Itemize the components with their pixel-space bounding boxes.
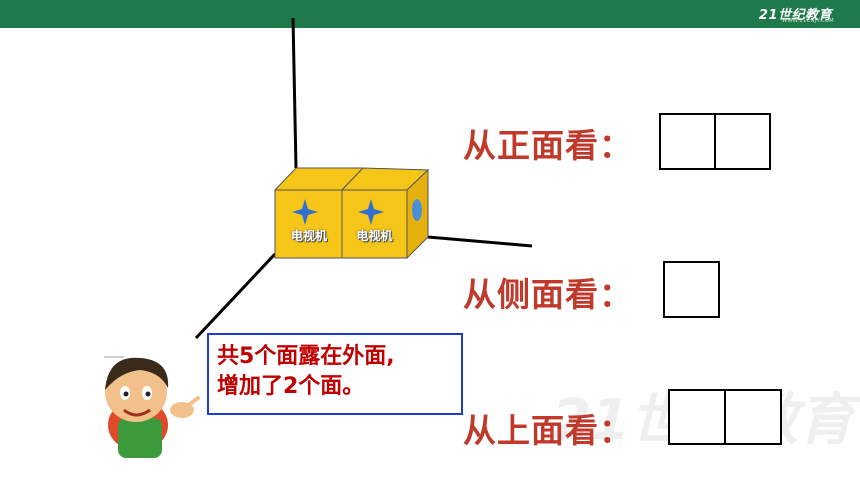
- callout-line-2: 增加了2个面。: [217, 374, 365, 399]
- front-view-square-2: [714, 113, 771, 170]
- axis-right: [427, 235, 533, 248]
- top-banner: [0, 0, 860, 28]
- top-view-square-1: [668, 389, 726, 445]
- cube-left-face-label: 电视机: [290, 229, 327, 243]
- cube-right-face-label: 电视机: [356, 229, 393, 243]
- axis-diagonal: [194, 252, 277, 340]
- top-view-square-2: [724, 389, 782, 445]
- front-view-square-1: [659, 113, 716, 170]
- axis-vertical: [291, 17, 298, 169]
- front-view-label: 从正面看：: [463, 126, 633, 165]
- side-view-label: 从侧面看：: [463, 275, 633, 314]
- star-icon-left: [292, 199, 318, 225]
- side-face-emblem: [412, 199, 422, 221]
- brand-logo: 21世纪教育: [758, 8, 832, 23]
- star-icon-right: [358, 199, 384, 225]
- callout-line-1: 共5个面露在外面,: [217, 344, 395, 369]
- side-view-square: [663, 261, 720, 318]
- brand-logo-url: WWW.21CNJY.COM: [782, 18, 834, 24]
- cube-left-front: [274, 189, 343, 259]
- top-view-label: 从上面看：: [463, 411, 633, 450]
- cartoon-boy-icon: [104, 356, 200, 458]
- cube-right-front: [341, 189, 408, 259]
- explanation-callout: 共5个面露在外面, 增加了2个面。: [207, 333, 463, 415]
